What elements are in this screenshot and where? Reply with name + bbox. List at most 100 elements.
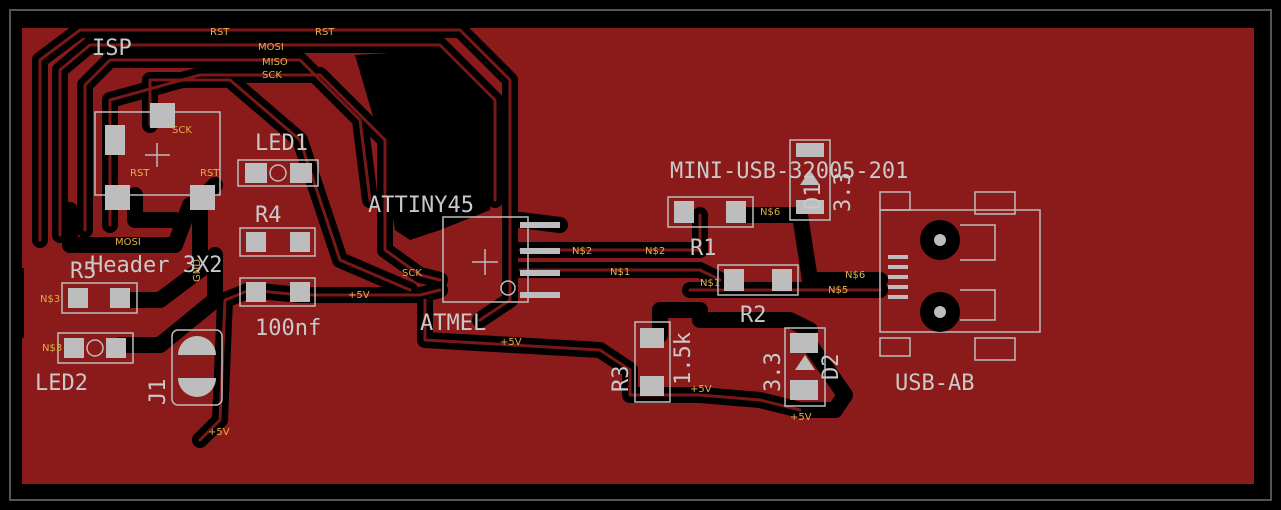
d2-value-label: 3.3 xyxy=(761,352,786,392)
led2-marker xyxy=(86,339,104,357)
r2-outline[interactable] xyxy=(717,264,799,296)
j1-outline[interactable] xyxy=(171,329,223,406)
r2-label: R2 xyxy=(740,303,767,328)
d1-outline[interactable] xyxy=(789,139,831,221)
d2-pad-1[interactable] xyxy=(790,333,818,353)
d1-value-label: 3.3 xyxy=(831,172,856,212)
d1-pad-2[interactable] xyxy=(796,200,824,214)
net-label-mosi-2: MOSI xyxy=(115,237,141,248)
attiny-pad-1[interactable] xyxy=(520,222,560,228)
usb-pin-3[interactable] xyxy=(888,275,908,279)
led1-outline[interactable] xyxy=(237,159,319,187)
r4-label: R4 xyxy=(255,203,282,228)
header-label: Header 3X2 xyxy=(90,253,222,278)
usb-shield-tab-2[interactable] xyxy=(974,337,1016,361)
net-label-sck-1: SCK xyxy=(262,70,282,81)
net-label-vcc-1: +5V xyxy=(348,290,370,301)
r3-label: R3 xyxy=(609,366,634,393)
r3-pad-2[interactable] xyxy=(640,376,664,396)
usb-shield-tab-1[interactable] xyxy=(974,191,1016,215)
atmel-label: ATMEL xyxy=(420,311,486,336)
d2-pad-2[interactable] xyxy=(790,380,818,400)
d1-symbol xyxy=(800,170,820,185)
net-label-sck-2: SCK xyxy=(172,125,192,136)
net-label-sck-3: SCK xyxy=(402,268,422,279)
r3-outline[interactable] xyxy=(634,321,671,403)
isp-pad-1[interactable] xyxy=(105,125,125,155)
r5-pad-1[interactable] xyxy=(68,288,88,308)
copper-notch xyxy=(18,268,24,338)
net-label-vcc-2: +5V xyxy=(500,337,522,348)
usb-shell-outline xyxy=(960,224,996,321)
led2-label: LED2 xyxy=(35,371,88,396)
r5-outline[interactable] xyxy=(61,282,138,314)
usb-pin-5[interactable] xyxy=(888,295,908,299)
led1-marker xyxy=(269,164,287,182)
j1-label: J1 xyxy=(146,379,171,406)
net-label-n6-1: N$6 xyxy=(760,207,780,218)
usb-pin-1[interactable] xyxy=(888,255,908,259)
r1-pad-2[interactable] xyxy=(726,201,746,223)
d1-label: D1 xyxy=(801,184,826,211)
r4-pad-2[interactable] xyxy=(290,232,310,252)
usb-shield-tab-3[interactable] xyxy=(879,191,911,211)
net-label-rst-2: RST xyxy=(315,27,335,38)
r5-label: R5 xyxy=(70,259,97,284)
cap-pad-1[interactable] xyxy=(246,282,266,302)
r4-outline[interactable] xyxy=(239,227,316,257)
attiny-pad-4[interactable] xyxy=(520,292,560,298)
led1-label: LED1 xyxy=(255,131,308,156)
net-label-vcc-3: +5V xyxy=(208,427,230,438)
attiny-outline[interactable] xyxy=(442,216,529,303)
mini-usb-label: MINI-USB-32005-201 xyxy=(670,159,908,184)
r4-pad-1[interactable] xyxy=(246,232,266,252)
led1-pad-c[interactable] xyxy=(290,163,312,183)
r3-pad-1[interactable] xyxy=(640,328,664,348)
r2-pad-1[interactable] xyxy=(724,269,744,291)
net-label-rst-1: RST xyxy=(210,27,230,38)
j1-pad-2[interactable] xyxy=(178,378,216,397)
net-label-n3-1: N$3 xyxy=(40,294,60,305)
r5-pad-2[interactable] xyxy=(110,288,130,308)
net-label-n1-2: N$1 xyxy=(700,278,720,289)
board-outline xyxy=(9,9,1272,501)
r3-value-label: 1.5k xyxy=(671,332,696,385)
cap-pad-2[interactable] xyxy=(290,282,310,302)
isp-label: ISP xyxy=(92,36,132,61)
attiny-pad-2[interactable] xyxy=(520,248,560,254)
d2-symbol xyxy=(795,355,815,370)
usb-ab-label: USB-AB xyxy=(895,371,974,396)
r2-pad-2[interactable] xyxy=(772,269,792,291)
net-label-n6-2: N$6 xyxy=(845,270,865,281)
isp-pad-3[interactable] xyxy=(105,185,130,210)
d2-outline[interactable] xyxy=(784,327,826,407)
r1-pad-1[interactable] xyxy=(674,201,694,223)
cap-outline[interactable] xyxy=(239,277,316,307)
isp-pad-2[interactable] xyxy=(150,103,175,128)
net-label-vcc-5: +5V xyxy=(790,412,812,423)
net-label-n2-1: N$2 xyxy=(572,246,592,257)
usb-connector-outline[interactable] xyxy=(879,209,1041,333)
led2-outline[interactable] xyxy=(57,332,134,364)
attiny-pin1-marker xyxy=(500,280,516,296)
net-label-rst-3: RST xyxy=(130,168,150,179)
usb-pin-2[interactable] xyxy=(888,265,908,269)
r1-outline[interactable] xyxy=(667,196,754,228)
led1-pad-a[interactable] xyxy=(245,163,267,183)
j1-pad-1[interactable] xyxy=(178,336,216,355)
led2-pad-a[interactable] xyxy=(64,338,84,358)
led2-pad-c[interactable] xyxy=(106,338,126,358)
d1-pad-1[interactable] xyxy=(796,143,824,157)
isp-pad-4[interactable] xyxy=(190,185,215,210)
usb-pin-4[interactable] xyxy=(888,285,908,289)
cap-label: 100nf xyxy=(255,316,321,341)
net-label-n3-2: N$3 xyxy=(42,343,62,354)
usb-shield-tab-4[interactable] xyxy=(879,337,911,357)
ground-pour-black xyxy=(355,50,490,240)
net-label-mosi-1: MOSI xyxy=(258,42,284,53)
attiny-pad-3[interactable] xyxy=(520,270,560,276)
net-label-n1-1: N$1 xyxy=(610,267,630,278)
r1-label: R1 xyxy=(690,236,717,261)
